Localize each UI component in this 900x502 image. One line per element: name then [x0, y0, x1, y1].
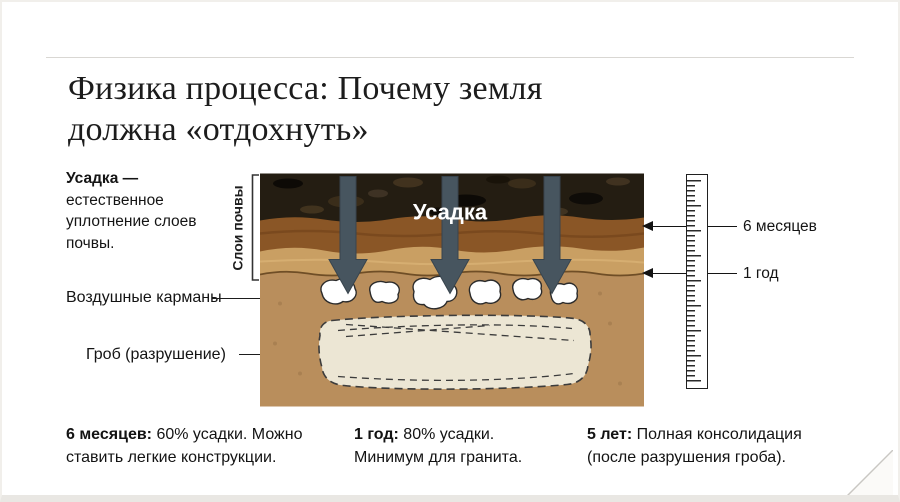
footnote-5-years-text: Полная консолидация (после разрушения гр… — [587, 426, 802, 466]
marker-label-1-year: 1 год — [743, 265, 779, 282]
air-pocket — [512, 277, 543, 301]
footnote-5-years-label: 5 лет: — [587, 426, 633, 443]
coffin — [318, 314, 592, 390]
footnote-6-months-label: 6 месяцев: — [66, 426, 152, 443]
axis-bracket — [251, 174, 259, 281]
footnote-1-year: 1 год: 80% усадки. Минимум для гранита. — [354, 423, 529, 469]
air-pockets — [320, 275, 579, 310]
settling-arrow — [430, 176, 470, 295]
settling-arrow — [328, 176, 368, 295]
settling-arrow — [532, 176, 572, 295]
marker-arrowhead-1-year — [642, 268, 653, 278]
page-title: Физика процесса: Почему земля должна «от… — [68, 68, 543, 150]
definition-term: Усадка — — [66, 170, 139, 187]
coffin-label: Гроб (разрушение) — [86, 346, 226, 363]
title-line-1: Физика процесса: Почему земля — [68, 70, 543, 107]
coffin-outline — [318, 314, 592, 390]
footnote-5-years: 5 лет: Полная консолидация (после разруш… — [587, 423, 822, 469]
sand-speckles — [273, 291, 622, 386]
air-pocket — [468, 279, 502, 305]
soil-cross-section-diagram: Усадка — [260, 173, 644, 407]
soil-layers-axis-label: Слои почвы — [229, 185, 246, 271]
coffin-crack — [345, 323, 575, 342]
coffin-crack — [345, 324, 491, 338]
footnote-6-months: 6 месяцев: 60% усадки. Можно ставить лег… — [66, 423, 316, 469]
definition-text: Усадка — естественное уплотнение слоев п… — [66, 168, 238, 254]
air-pocket — [369, 280, 400, 304]
marker-arrowhead-6-months — [642, 221, 653, 231]
settling-label: Усадка — [413, 200, 488, 225]
footnote-1-year-text: 80% усадки. Минимум для гранита. — [354, 426, 523, 466]
footnote-6-months-text: 60% усадки. Можно ставить легкие констру… — [66, 426, 303, 466]
top-divider — [46, 57, 854, 58]
down-arrows — [328, 176, 572, 295]
air-pockets-label: Воздушные карманы — [66, 289, 222, 306]
page-curl — [847, 450, 893, 495]
coffin-crack — [337, 372, 575, 382]
definition-body: естественное уплотнение слоев почвы. — [66, 191, 197, 252]
title-line-2: должна «отдохнуть» — [68, 111, 369, 148]
footnote-1-year-label: 1 год: — [354, 426, 399, 443]
marker-label-6-months: 6 месяцев — [743, 218, 817, 235]
ruler — [686, 174, 708, 389]
coffin-crack — [337, 324, 573, 332]
